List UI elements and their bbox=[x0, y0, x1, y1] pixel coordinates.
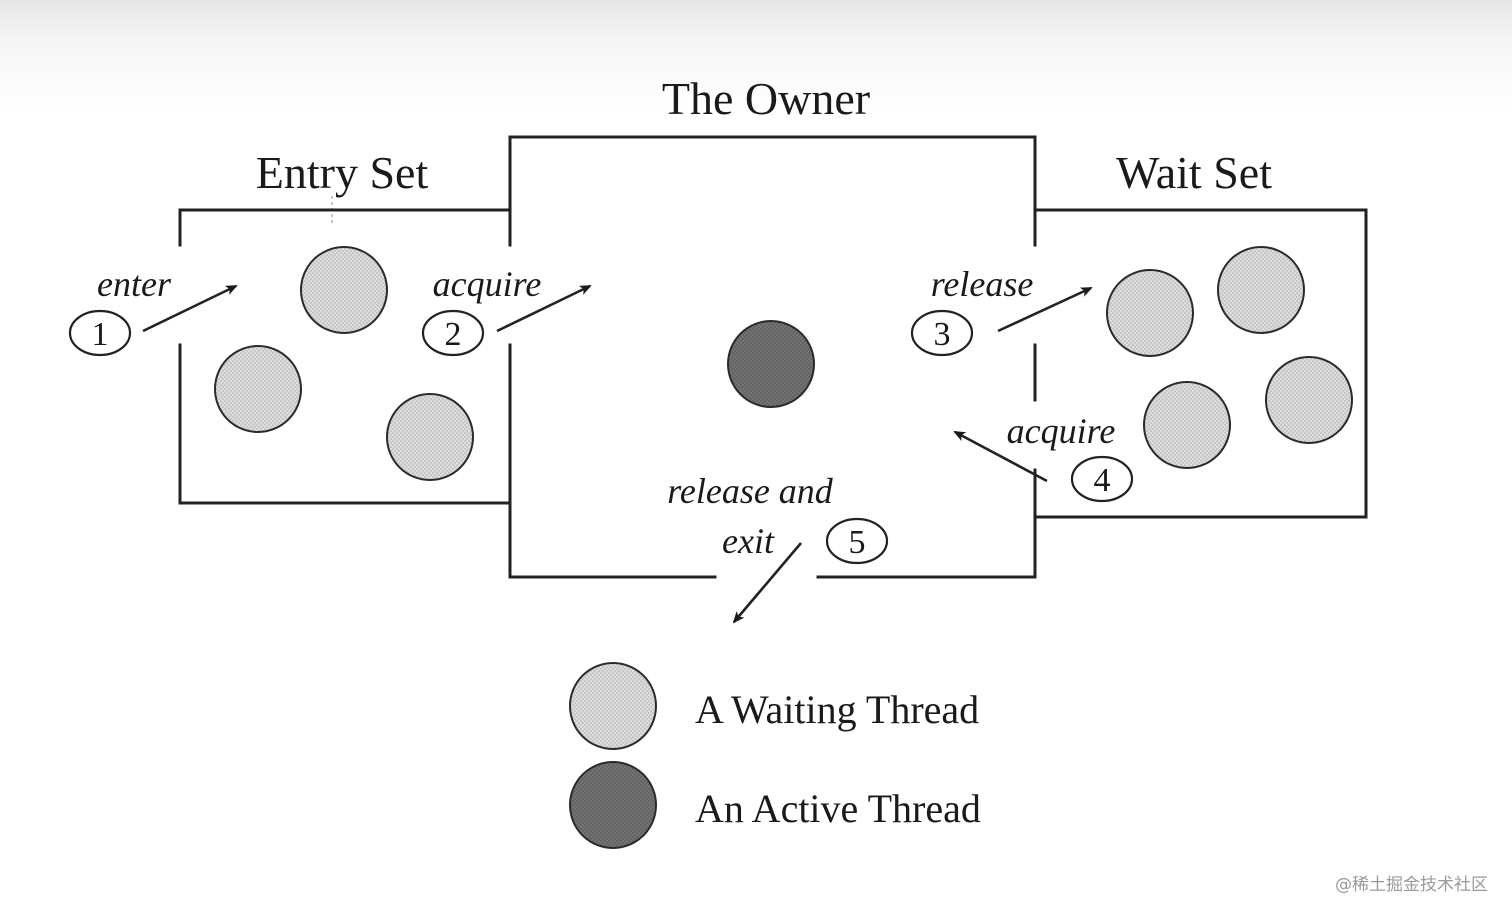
step-5-badge bbox=[825, 517, 889, 565]
step-4-arrow bbox=[953, 430, 1048, 483]
step-1-badge bbox=[68, 309, 132, 357]
step-2-arrow bbox=[496, 284, 592, 333]
legend-waiting-swatch bbox=[569, 662, 657, 750]
waiting-thread-wait-3 bbox=[1143, 381, 1231, 469]
waiting-thread-wait-4 bbox=[1265, 356, 1353, 444]
legend-active-swatch bbox=[569, 761, 657, 849]
entry-set-box bbox=[178, 208, 512, 505]
waiting-thread-entry-3 bbox=[386, 393, 474, 481]
step-3-arrow bbox=[997, 286, 1093, 333]
step-3-label: release bbox=[931, 264, 1034, 304]
step-release-exit: release and exit 5 bbox=[667, 471, 889, 624]
waiting-thread-entry-2 bbox=[214, 345, 302, 433]
wait-set-box bbox=[1033, 208, 1368, 519]
step-4-number: 4 bbox=[1094, 462, 1111, 499]
legend: A Waiting Thread An Active Thread bbox=[569, 662, 981, 849]
watermark-text: @稀土掘金技术社区 bbox=[1335, 875, 1488, 895]
step-5-label-line2: exit bbox=[722, 521, 775, 561]
step-5-label-line1: release and bbox=[667, 471, 834, 511]
waiting-thread-wait-2 bbox=[1217, 246, 1305, 334]
entry-set-title: Entry Set bbox=[256, 147, 429, 198]
owner-title: The Owner bbox=[662, 73, 870, 124]
step-acquire-entry: acquire 2 bbox=[421, 264, 592, 357]
step-2-badge bbox=[421, 309, 485, 357]
step-4-label: acquire bbox=[1007, 411, 1116, 451]
legend-waiting-label: A Waiting Thread bbox=[695, 687, 979, 732]
step-2-label: acquire bbox=[433, 264, 542, 304]
step-1-arrow bbox=[142, 284, 238, 333]
owner-box bbox=[508, 135, 1037, 579]
step-1-label: enter bbox=[97, 264, 172, 304]
step-2-number: 2 bbox=[445, 316, 462, 353]
waiting-thread-wait-1 bbox=[1106, 269, 1194, 357]
step-4-badge bbox=[1070, 455, 1134, 503]
wait-set-title: Wait Set bbox=[1116, 147, 1272, 198]
step-1-number: 1 bbox=[92, 316, 109, 353]
legend-active-label: An Active Thread bbox=[695, 786, 981, 831]
step-5-number: 5 bbox=[849, 524, 866, 561]
active-thread-owner bbox=[727, 320, 815, 408]
step-release: release 3 bbox=[910, 264, 1093, 357]
waiting-thread-entry-1 bbox=[300, 246, 388, 334]
step-3-number: 3 bbox=[934, 316, 951, 353]
step-acquire-wait: acquire 4 bbox=[953, 411, 1134, 503]
step-3-badge bbox=[910, 309, 974, 357]
step-5-arrow bbox=[732, 542, 802, 624]
step-enter: enter 1 bbox=[68, 264, 238, 357]
